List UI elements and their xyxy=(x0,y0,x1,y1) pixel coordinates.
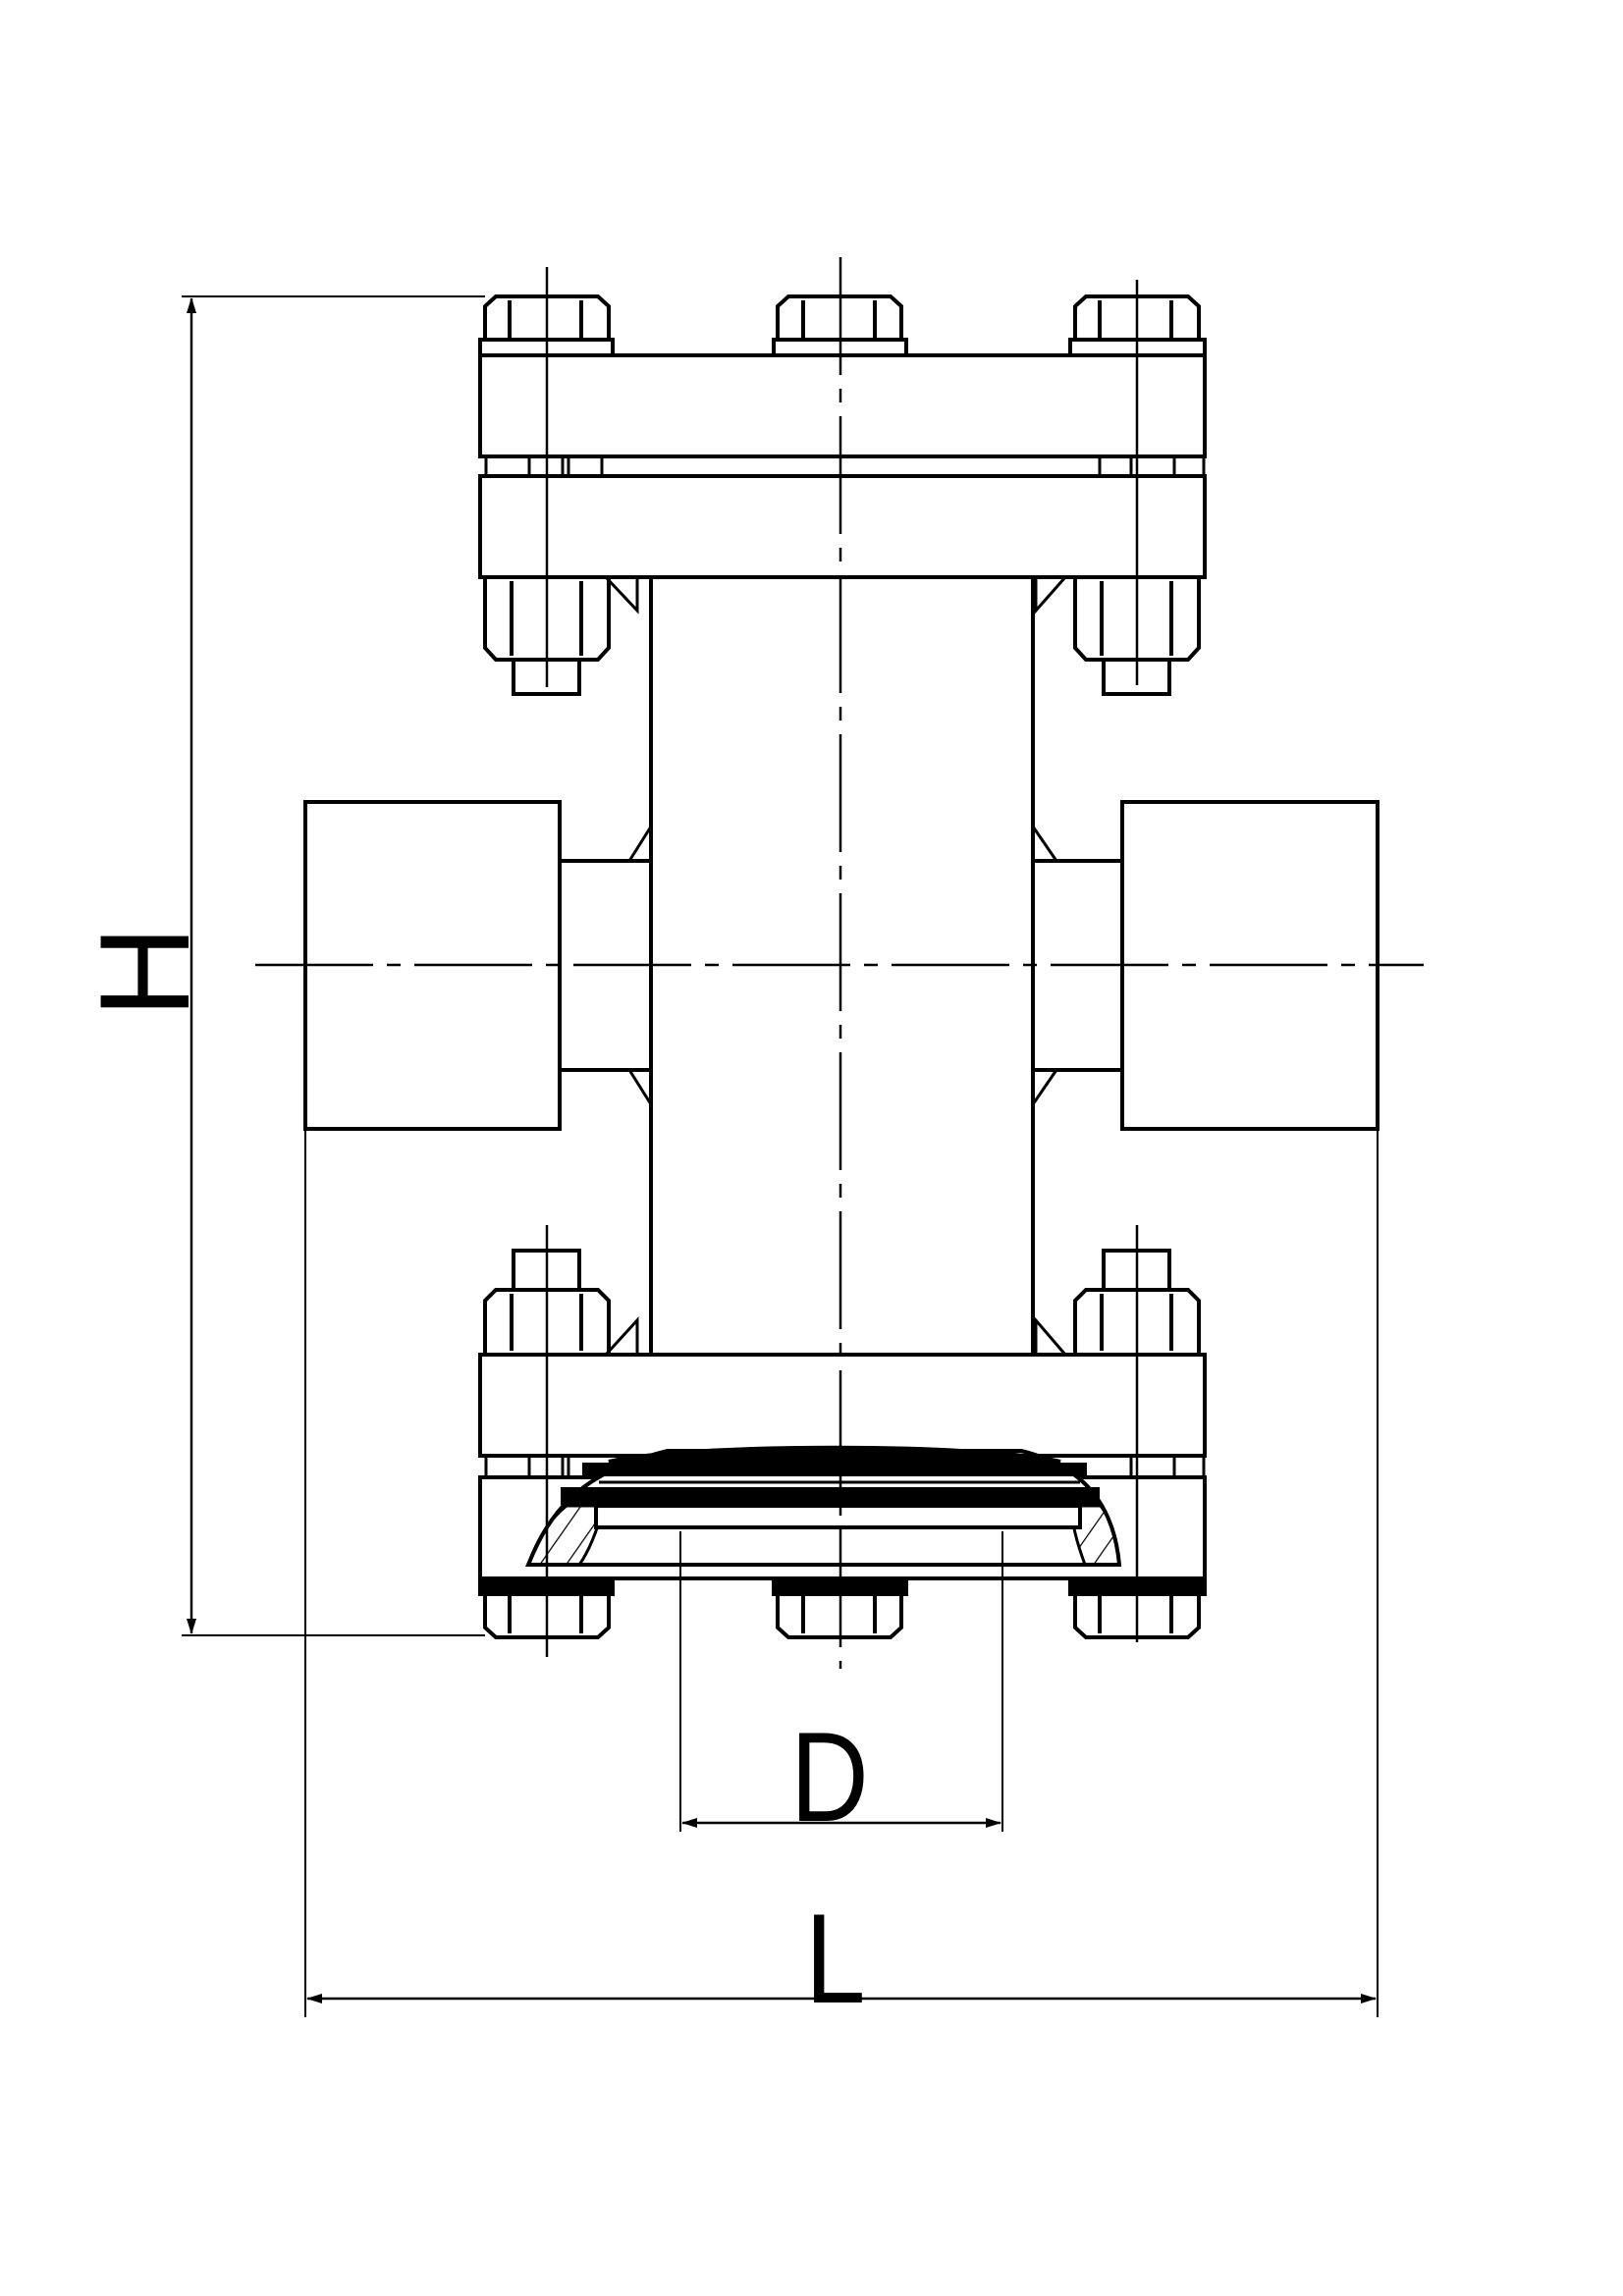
dimension-label-d: D xyxy=(790,1705,869,1848)
top-cover-flange xyxy=(478,294,1207,458)
dimension-label-h: H xyxy=(73,926,216,1018)
bottom-cover-flange xyxy=(478,1445,1207,1639)
lower-body-flange xyxy=(478,1249,1207,1458)
bottom-gap-studs xyxy=(484,1456,1206,1477)
top-gap-studs xyxy=(484,456,1206,476)
center-lines xyxy=(255,257,1424,1669)
dimension-label-l: L xyxy=(805,1887,866,2030)
upper-body-flange xyxy=(478,474,1207,696)
dimensions xyxy=(182,295,1379,2017)
